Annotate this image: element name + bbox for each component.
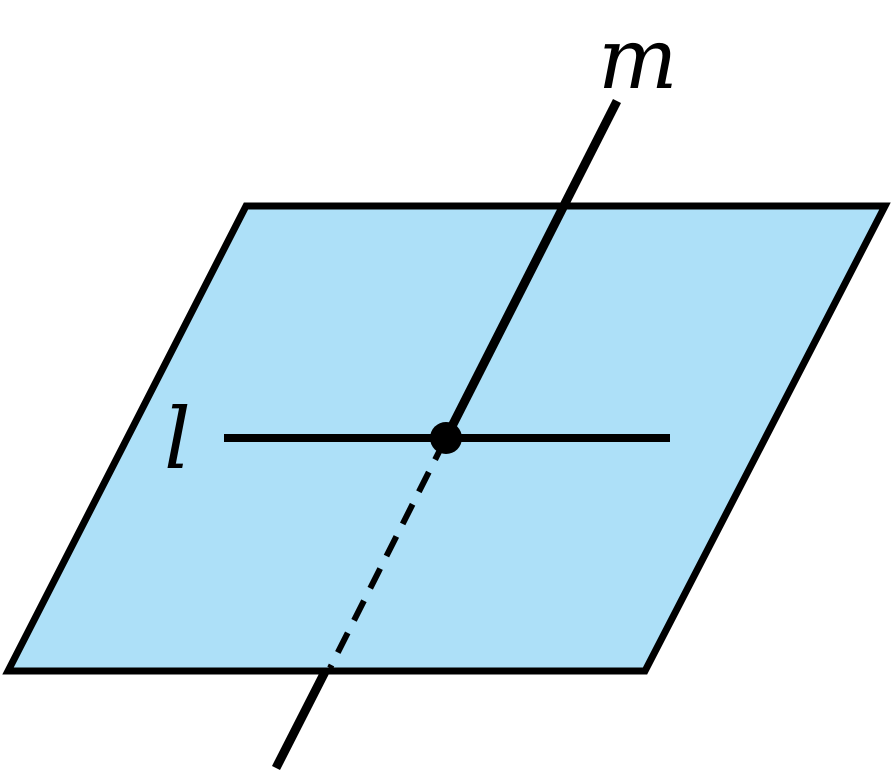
intersection-point <box>430 422 462 454</box>
line-m-hidden-segment <box>327 438 448 670</box>
line-m-label: m <box>598 10 678 108</box>
line-m-upper-segment <box>440 98 622 443</box>
line-m-lower-segment <box>271 659 335 771</box>
line-l-label: l <box>164 390 191 488</box>
